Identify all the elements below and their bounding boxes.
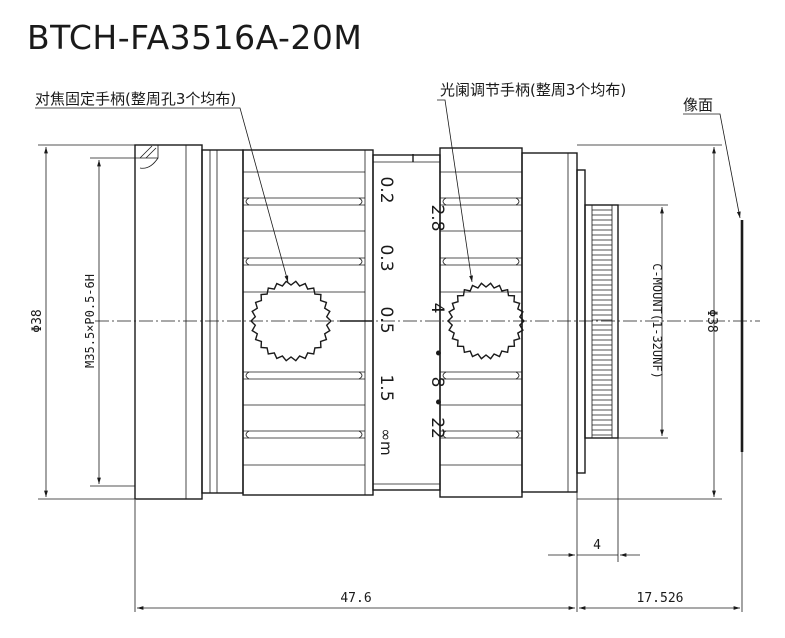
extension-lines <box>38 144 743 612</box>
iris-scale-mark: 22 <box>427 417 447 439</box>
page-title: BTCH-FA3516A-20M <box>27 18 363 57</box>
flange-step-label: 4 <box>593 538 601 553</box>
leader-lines <box>35 99 741 283</box>
right-diameter-label: Φ38 <box>704 309 719 332</box>
front-thread-label: M35.5×P0.5-6H <box>83 274 97 368</box>
focus-scale-mark: 0.2 <box>376 176 396 203</box>
focus-knob-icon <box>250 280 332 362</box>
focus-handle-label: 对焦固定手柄(整周孔3个均布) <box>35 90 236 108</box>
iris-ring <box>439 147 523 498</box>
iris-scale: 2.8 4 • 8 • 22 <box>427 204 447 438</box>
iris-knob-icon <box>446 282 526 360</box>
rear-body <box>521 152 619 493</box>
focus-ring <box>242 149 374 496</box>
left-diameter-label: Φ38 <box>30 309 45 332</box>
back-focal-label: 17.526 <box>637 591 684 606</box>
dimension-lines <box>44 147 740 610</box>
iris-scale-mark: • <box>427 348 447 358</box>
focus-scale-mark: 0.5 <box>376 306 396 333</box>
image-plane-label: 像面 <box>683 96 713 114</box>
iris-scale-mark: 8 <box>427 377 447 388</box>
front-body <box>134 144 244 500</box>
focus-scale-mark: ∞m <box>377 428 395 455</box>
iris-scale-mark: 4 <box>427 303 447 314</box>
focus-scale: 0.2 0.3 0.5 1.5 ∞m <box>376 176 396 455</box>
focus-scale-mark: 1.5 <box>376 374 396 401</box>
iris-handle-label: 光阑调节手柄(整周3个均布) <box>440 81 626 99</box>
iris-scale-mark: 2.8 <box>427 204 447 231</box>
total-length-label: 47.6 <box>340 591 371 606</box>
focus-scale-mark: 0.3 <box>376 244 396 271</box>
c-mount-label: C-MOUNT(1-32UNF) <box>650 263 664 379</box>
iris-scale-mark: • <box>427 397 447 407</box>
